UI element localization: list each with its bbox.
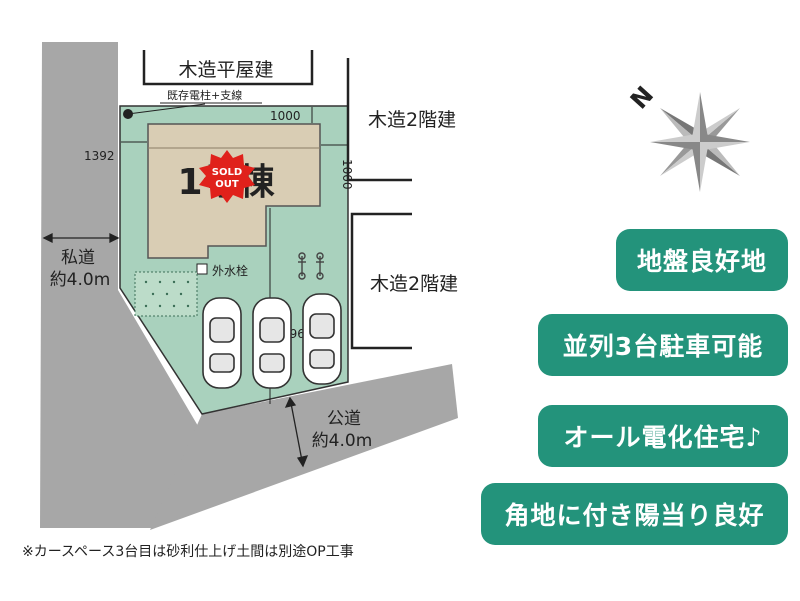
private-road bbox=[40, 42, 218, 528]
neighbor-right-lower-outline bbox=[350, 212, 412, 350]
compass-icon bbox=[650, 92, 750, 192]
feature-badge-ground: 地盤良好地 bbox=[616, 229, 788, 291]
dimension-1392: 1392 bbox=[84, 149, 115, 163]
private-road-width-arrow bbox=[42, 232, 120, 244]
private-road-label-line1: 私道 bbox=[61, 248, 95, 268]
public-road-label-line2: 約4.0m bbox=[312, 431, 373, 451]
outdoor-faucet-label: 外水栓 bbox=[212, 263, 248, 278]
car-icon bbox=[202, 293, 342, 389]
north-label: N bbox=[625, 81, 659, 115]
footnote: ※カースペース3台目は砂利仕上げ土間は別途OP工事 bbox=[22, 544, 354, 560]
feature-badge-corner-lot: 角地に付き陽当り良好 bbox=[481, 483, 788, 545]
neighbor-top-outline bbox=[142, 50, 314, 86]
neighbor-right-lower-label: 木造2階建 bbox=[370, 273, 458, 295]
utility-pole-stay-line bbox=[127, 103, 206, 115]
dimension-1000-top: 1000 bbox=[270, 109, 301, 123]
outdoor-faucet-marker bbox=[196, 263, 208, 275]
public-road-width-arrow bbox=[284, 396, 309, 468]
sold-out-badge bbox=[199, 150, 255, 203]
private-road-label-line2: 約4.0m bbox=[50, 270, 111, 290]
sold-out-line2: OUT bbox=[215, 179, 239, 190]
bicycle-icon bbox=[298, 252, 324, 280]
public-road bbox=[150, 364, 458, 530]
feature-badge-parking: 並列3台駐車可能 bbox=[538, 314, 788, 376]
neighbor-right-upper-outline bbox=[346, 58, 412, 182]
public-road-label-line1: 公道 bbox=[327, 409, 361, 429]
sold-out-line1: SOLD bbox=[212, 167, 242, 178]
utility-pole-label: 既存電柱+支線 bbox=[167, 88, 242, 102]
neighbor-right-upper-label: 木造2階建 bbox=[368, 109, 456, 131]
neighbor-top-label: 木造平屋建 bbox=[178, 59, 273, 81]
dimension-1000-right: 1000 bbox=[340, 159, 354, 190]
feature-badge-all-electric: オール電化住宅♪ bbox=[538, 405, 788, 467]
garden-pattern bbox=[144, 280, 190, 308]
